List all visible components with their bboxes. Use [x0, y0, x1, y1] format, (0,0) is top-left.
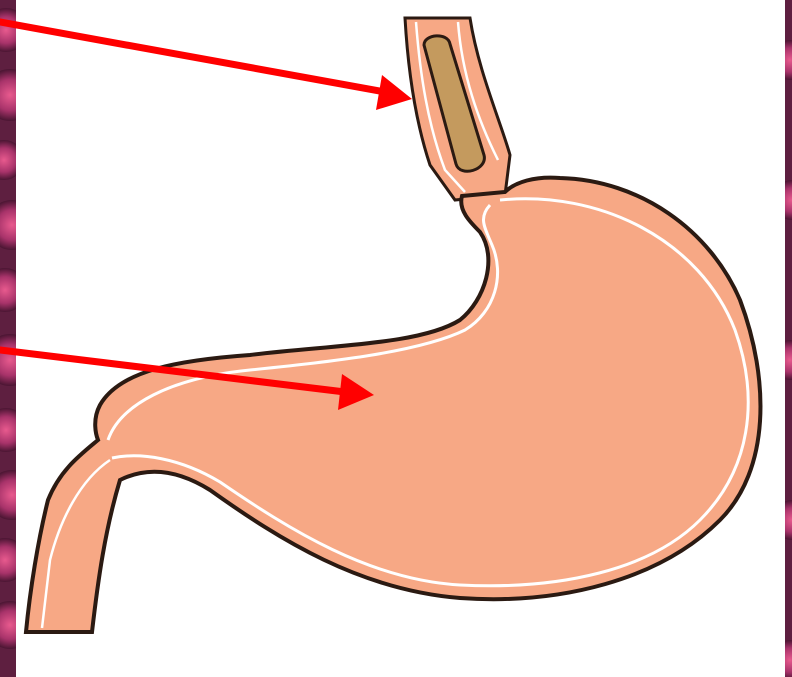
esophagus — [405, 18, 510, 200]
stomach — [26, 178, 760, 632]
arrowhead-icon — [376, 75, 412, 110]
arrow-to-bolus — [0, 22, 412, 110]
